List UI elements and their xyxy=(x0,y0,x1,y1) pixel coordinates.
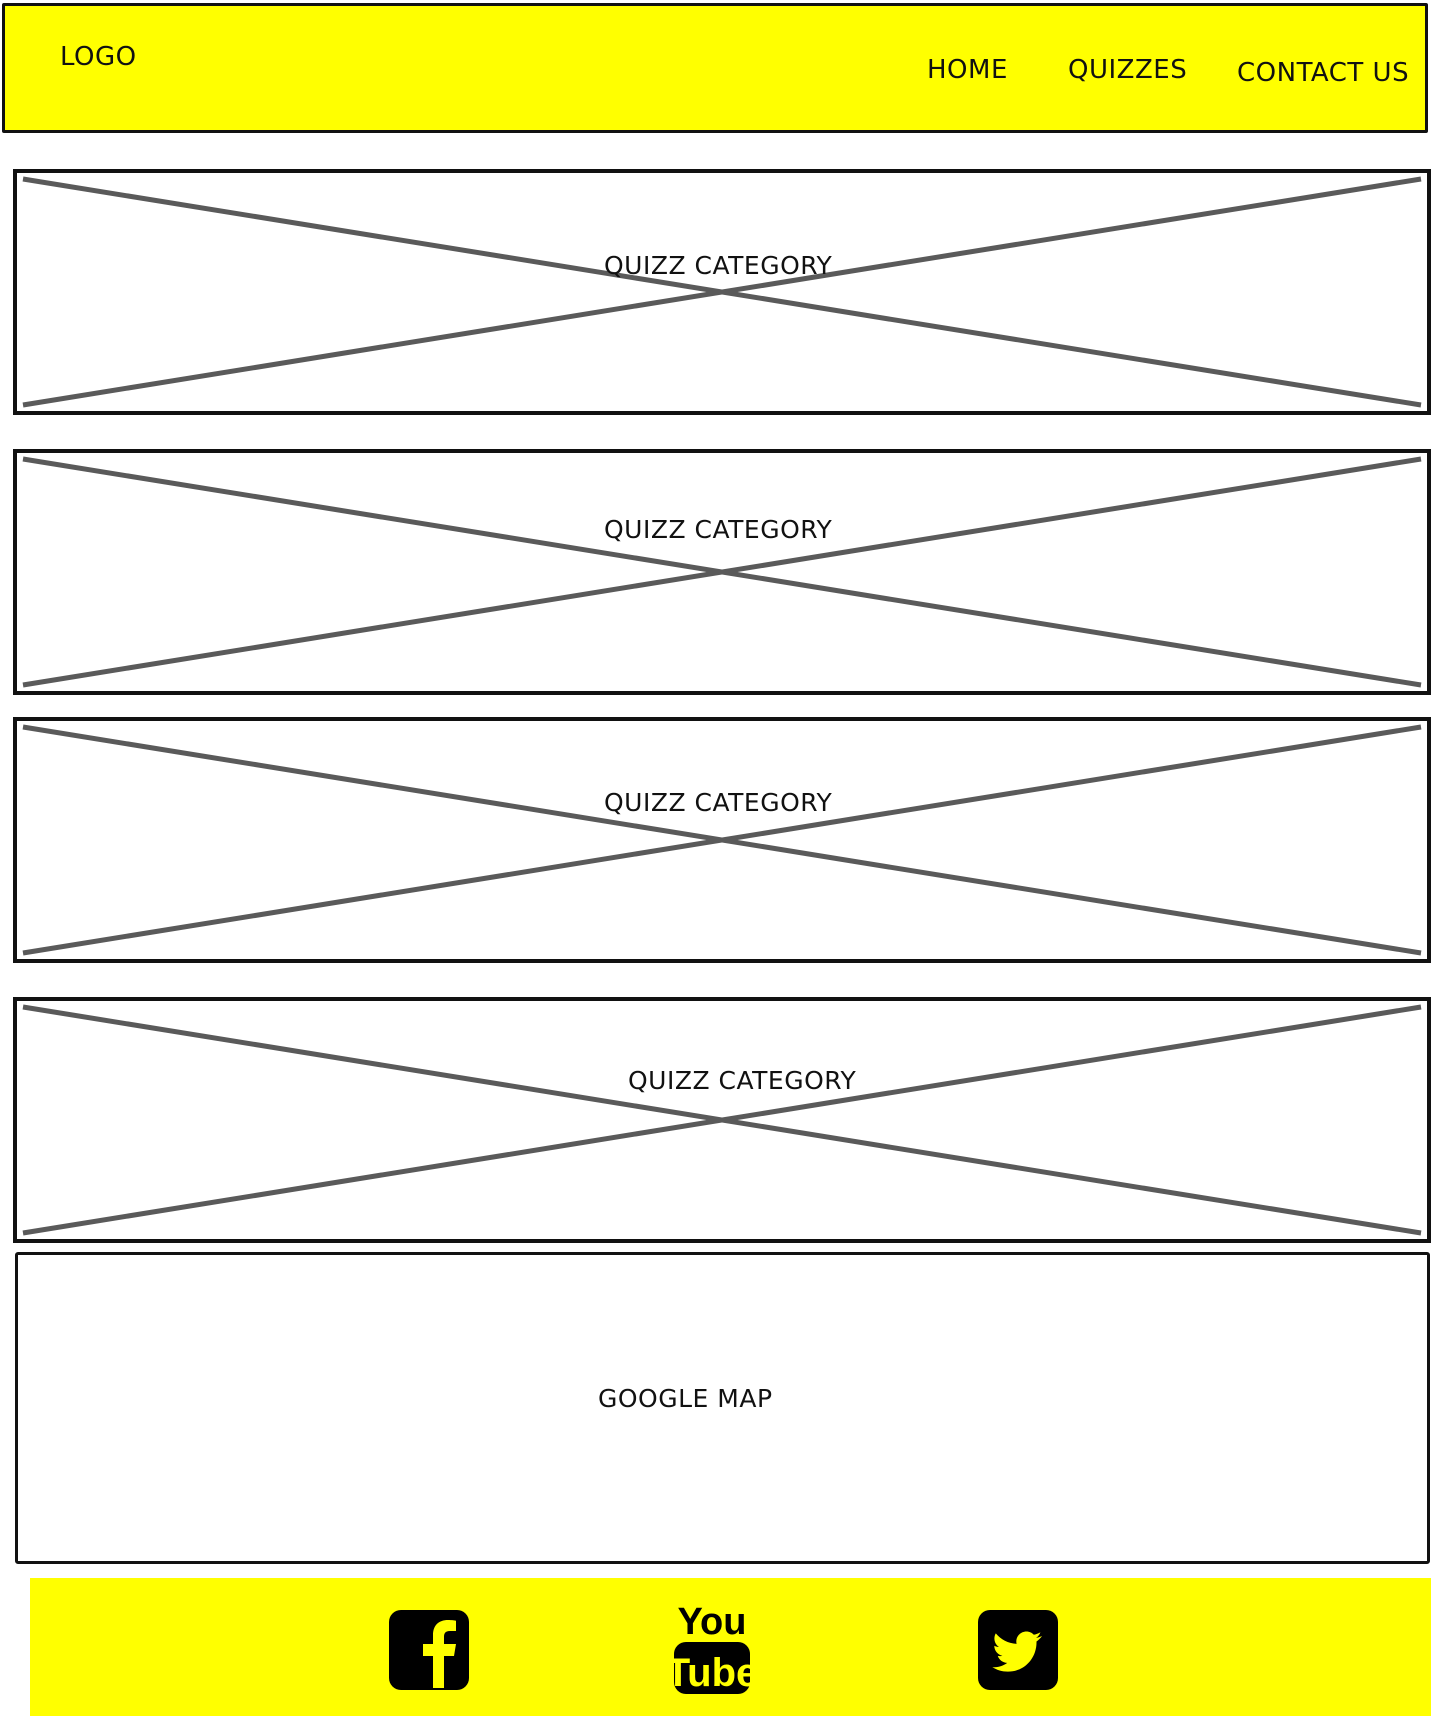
image-placeholder-icon xyxy=(22,456,1422,688)
image-placeholder-icon xyxy=(22,724,1422,956)
youtube-icon[interactable]: You Tube xyxy=(672,1598,752,1696)
quiz-category-card[interactable]: QUIZZ CATEGORY xyxy=(13,169,1431,415)
header: LOGO HOME QUIZZES CONTACT US xyxy=(2,3,1428,133)
quiz-category-label: QUIZZ CATEGORY xyxy=(604,515,833,544)
nav-contact-link[interactable]: CONTACT US xyxy=(1237,58,1410,88)
logo[interactable]: LOGO xyxy=(60,42,137,72)
facebook-icon[interactable] xyxy=(387,1608,471,1692)
image-placeholder-icon xyxy=(22,176,1422,408)
quiz-category-label: QUIZZ CATEGORY xyxy=(604,788,833,817)
quiz-category-label: QUIZZ CATEGORY xyxy=(604,251,833,280)
youtube-icon-text-top: You xyxy=(678,1601,747,1643)
nav-quizzes-link[interactable]: QUIZZES xyxy=(1068,55,1188,85)
twitter-icon[interactable] xyxy=(976,1608,1060,1692)
nav-home-link[interactable]: HOME xyxy=(927,55,1008,85)
quiz-category-card[interactable]: QUIZZ CATEGORY xyxy=(13,717,1431,963)
footer: You Tube xyxy=(30,1578,1431,1716)
image-placeholder-icon xyxy=(22,1004,1422,1236)
google-map[interactable]: GOOGLE MAP xyxy=(15,1252,1430,1564)
quiz-category-card[interactable]: QUIZZ CATEGORY xyxy=(13,449,1431,695)
quiz-category-card[interactable]: QUIZZ CATEGORY xyxy=(13,997,1431,1243)
quiz-category-label: QUIZZ CATEGORY xyxy=(628,1066,857,1095)
youtube-icon-text-bottom: Tube xyxy=(672,1651,752,1695)
google-map-label: GOOGLE MAP xyxy=(598,1384,773,1413)
